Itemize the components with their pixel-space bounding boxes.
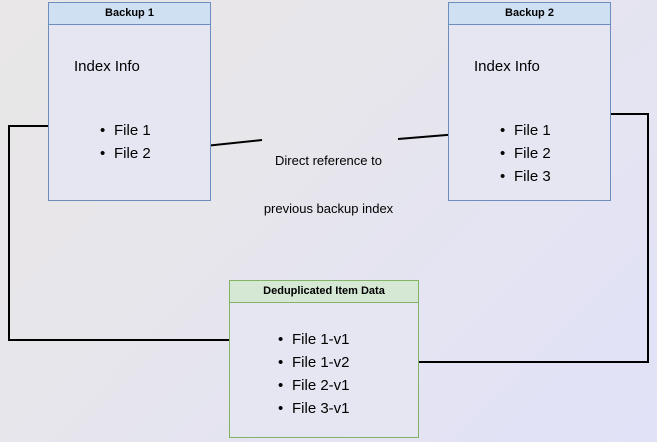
node-backup2-index-label: Index Info [474, 58, 540, 75]
node-deduplicated-item-data[interactable]: Deduplicated Item Data File 1-v1 File 1-… [229, 280, 419, 438]
node-backup1-index-label: Index Info [74, 58, 140, 75]
node-backup1[interactable]: Backup 1 Index Info File 1 File 2 [48, 2, 211, 201]
list-item: File 3 [500, 165, 551, 188]
edge-label-line-1: Direct reference to [275, 153, 382, 168]
node-dedup-header: Deduplicated Item Data [230, 281, 418, 303]
node-backup1-file-list: File 1 File 2 [100, 119, 151, 165]
list-item: File 1-v1 [278, 328, 350, 351]
list-item: File 1-v2 [278, 351, 350, 374]
list-item: File 1 [100, 119, 151, 142]
node-backup2[interactable]: Backup 2 Index Info File 1 File 2 File 3 [448, 2, 611, 201]
node-backup2-file-list: File 1 File 2 File 3 [500, 119, 551, 188]
list-item: File 1 [500, 119, 551, 142]
node-backup2-header: Backup 2 [449, 3, 610, 25]
edge-label-direct-reference: Direct reference to previous backup inde… [247, 121, 410, 249]
node-backup1-header: Backup 1 [49, 3, 210, 25]
list-item: File 2 [100, 142, 151, 165]
list-item: File 2-v1 [278, 374, 350, 397]
list-item: File 2 [500, 142, 551, 165]
node-dedup-file-list: File 1-v1 File 1-v2 File 2-v1 File 3-v1 [278, 328, 350, 420]
edge-label-line-2: previous backup index [263, 201, 394, 216]
node-backup2-body: Index Info File 1 File 2 File 3 [449, 25, 610, 200]
node-backup1-body: Index Info File 1 File 2 [49, 25, 210, 200]
list-item: File 3-v1 [278, 397, 350, 420]
node-dedup-body: File 1-v1 File 1-v2 File 2-v1 File 3-v1 [230, 303, 418, 437]
